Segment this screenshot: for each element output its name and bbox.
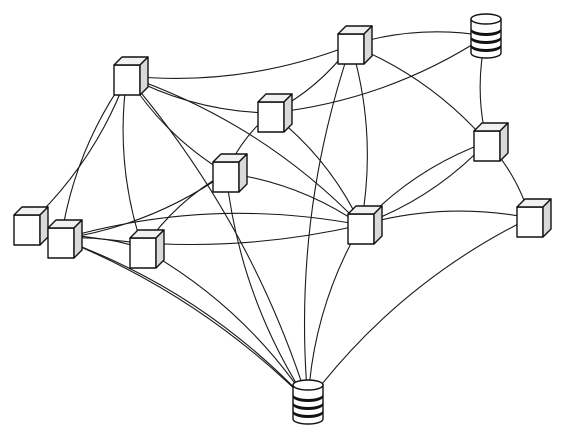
- link-server-a-to-db-bottom: [126, 75, 309, 403]
- server-d-server-icon[interactable]: [473, 122, 509, 162]
- server-i-server-icon[interactable]: [347, 205, 383, 245]
- server-b-server-icon[interactable]: [337, 25, 373, 65]
- link-server-h-to-db-bottom: [60, 238, 309, 403]
- server-f-server-icon[interactable]: [212, 153, 248, 193]
- server-h-server-icon[interactable]: [47, 219, 83, 259]
- server-g-server-icon[interactable]: [13, 206, 49, 246]
- link-server-b-to-db-bottom: [303, 44, 352, 403]
- link-server-b-to-server-i: [350, 44, 368, 226]
- link-server-j-to-db-bottom: [142, 248, 309, 403]
- link-server-k-to-db-bottom: [307, 217, 531, 403]
- link-server-a-to-server-b: [126, 44, 352, 79]
- network-nodes: [13, 13, 552, 425]
- link-server-i-to-db-bottom: [307, 224, 362, 403]
- link-server-a-to-server-j: [122, 75, 144, 250]
- server-k-server-icon[interactable]: [516, 198, 552, 238]
- db-top-right-database-icon[interactable]: [470, 13, 502, 59]
- link-server-b-to-server-d: [350, 44, 488, 143]
- server-j-server-icon[interactable]: [129, 229, 165, 269]
- link-server-f-to-server-h: [60, 172, 227, 240]
- server-c-server-icon[interactable]: [257, 93, 293, 133]
- link-server-f-to-db-bottom: [225, 172, 309, 403]
- link-server-a-to-server-i: [126, 75, 362, 226]
- connection-links: [26, 31, 531, 403]
- server-a-server-icon[interactable]: [113, 56, 149, 96]
- link-server-i-to-server-k: [360, 210, 531, 226]
- db-bottom-database-icon[interactable]: [292, 379, 324, 425]
- link-server-c-to-db-top-right: [270, 35, 487, 114]
- link-server-i-to-server-h: [60, 212, 362, 240]
